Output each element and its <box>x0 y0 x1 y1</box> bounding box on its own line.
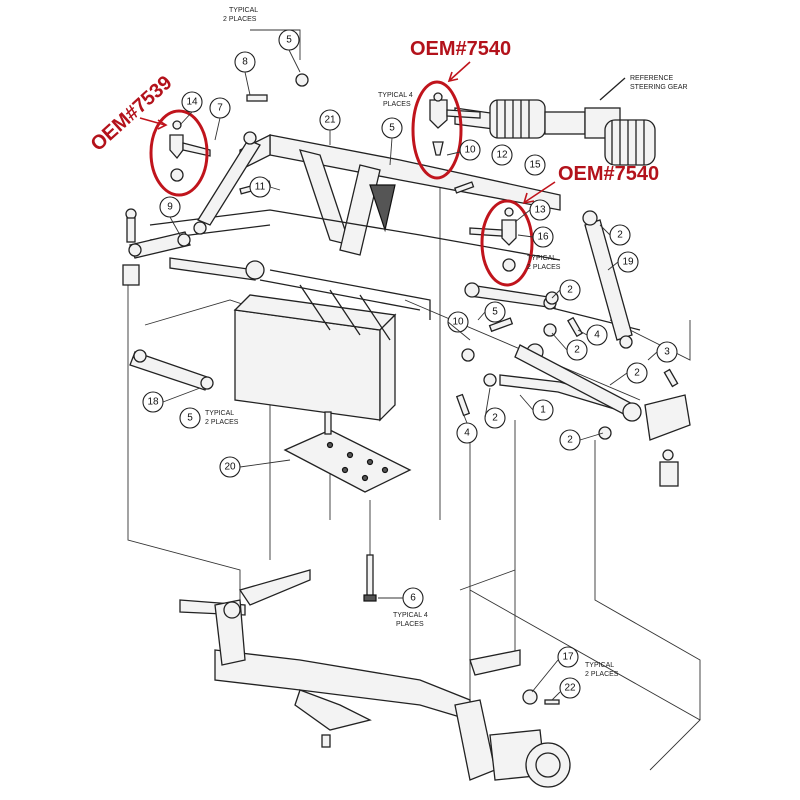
callout-10-mid: 10 <box>447 311 469 333</box>
note-typical-4-top-line1: TYPICAL 4 <box>378 92 413 99</box>
svg-text:2: 2 <box>492 413 498 424</box>
svg-text:16: 16 <box>537 232 549 243</box>
oem-7539-label: OEM#7539 <box>87 72 177 156</box>
callout-18: 18 <box>142 391 164 413</box>
diagram-notes: TYPICAL 2 PLACES TYPICAL 4 PLACES REFERE… <box>205 7 688 678</box>
svg-text:5: 5 <box>187 413 193 424</box>
note-typical-2-right-line1: TYPICAL <box>527 255 556 262</box>
reference-steering-gear <box>454 77 656 166</box>
callout-11: 11 <box>249 176 271 198</box>
callout-16: 16 <box>532 226 554 248</box>
oem-highlights <box>139 61 556 287</box>
svg-text:21: 21 <box>324 115 336 126</box>
note-typical-2-left-line2: 2 PLACES <box>205 419 239 426</box>
callout-17: 17 <box>557 646 579 668</box>
note-typical-2-bottom-line2: 2 PLACES <box>585 671 619 678</box>
callout-7: 7 <box>209 97 231 119</box>
callout-5-left: 5 <box>179 407 201 429</box>
svg-text:4: 4 <box>594 330 600 341</box>
svg-text:10: 10 <box>464 145 476 156</box>
oem-7539-ring <box>149 109 209 197</box>
svg-text:10: 10 <box>452 317 464 328</box>
callout-22: 22 <box>559 677 581 699</box>
callout-3: 3 <box>656 341 678 363</box>
callout-15: 15 <box>524 154 546 176</box>
svg-text:13: 13 <box>534 205 546 216</box>
oem-7540-right-label: OEM#7540 <box>558 163 659 185</box>
svg-text:7: 7 <box>217 103 223 114</box>
note-reference-steering-line1: REFERENCE <box>630 75 674 82</box>
svg-text:2: 2 <box>567 285 573 296</box>
callout-8: 8 <box>234 51 256 73</box>
svg-text:2: 2 <box>634 368 640 379</box>
callout-12: 12 <box>491 144 513 166</box>
callout-5-right: 5 <box>484 301 506 323</box>
linkage-parts <box>122 73 691 705</box>
svg-text:19: 19 <box>622 257 634 268</box>
callout-leaders <box>162 49 658 701</box>
svg-text:1: 1 <box>540 405 546 416</box>
note-typical-2-left-line1: TYPICAL <box>205 410 234 417</box>
svg-text:3: 3 <box>664 347 670 358</box>
svg-text:11: 11 <box>255 182 266 193</box>
callout-9: 9 <box>159 196 181 218</box>
svg-text:2: 2 <box>574 345 580 356</box>
callout-6: 6 <box>402 587 424 609</box>
callout-10-top: 10 <box>459 139 481 161</box>
mounting-plate-20 <box>283 411 412 493</box>
long-bolt-6 <box>363 554 377 602</box>
callout-4-lower: 4 <box>456 422 478 444</box>
svg-text:14: 14 <box>186 97 198 108</box>
svg-text:15: 15 <box>529 160 541 171</box>
callout-21: 21 <box>319 109 341 131</box>
callout-2-lower-b: 2 <box>559 429 581 451</box>
svg-text:5: 5 <box>492 307 498 318</box>
svg-text:4: 4 <box>464 428 470 439</box>
callout-2-right-a: 2 <box>559 279 581 301</box>
callout-5-top: 5 <box>278 29 300 51</box>
tie-rod-end-parts <box>169 92 517 272</box>
leader-lines <box>127 29 701 771</box>
oem-7540-top-ring <box>411 80 463 180</box>
oem-7540-top-label: OEM#7540 <box>410 38 511 60</box>
callout-19: 19 <box>617 251 639 273</box>
callout-4-right: 4 <box>586 324 608 346</box>
svg-text:18: 18 <box>147 397 159 408</box>
svg-text:12: 12 <box>496 150 508 161</box>
callout-5-mid: 5 <box>381 117 403 139</box>
svg-text:2: 2 <box>567 435 573 446</box>
svg-text:17: 17 <box>562 652 574 663</box>
callout-13: 13 <box>529 199 551 221</box>
front-axle-beam <box>179 569 571 788</box>
part-callouts: 5 8 14 7 21 5 10 12 15 11 9 13 16 2 19 2… <box>142 29 678 699</box>
callout-2-right-b: 2 <box>566 339 588 361</box>
note-reference-steering-line2: STEERING GEAR <box>630 84 688 91</box>
note-typical-2-top-line1: TYPICAL <box>229 7 258 14</box>
front-frame-assembly <box>149 133 641 422</box>
svg-text:6: 6 <box>410 593 416 604</box>
note-typical-4-bottom-line1: TYPICAL 4 <box>393 612 428 619</box>
note-typical-2-top-line2: 2 PLACES <box>223 16 257 23</box>
svg-text:5: 5 <box>286 35 292 46</box>
note-typical-4-bottom-line2: PLACES <box>396 621 424 628</box>
svg-text:5: 5 <box>389 123 395 134</box>
callout-2-right-c: 2 <box>626 362 648 384</box>
callout-2-upper: 2 <box>609 224 631 246</box>
callout-2-lower-a: 2 <box>484 407 506 429</box>
svg-text:8: 8 <box>242 57 248 68</box>
svg-text:9: 9 <box>167 202 173 213</box>
svg-text:22: 22 <box>564 683 576 694</box>
callout-20: 20 <box>219 456 241 478</box>
note-typical-2-bottom-line1: TYPICAL <box>585 662 614 669</box>
note-typical-2-right-line2: 2 PLACES <box>527 264 561 271</box>
oem-7540-right-ring <box>480 199 534 287</box>
note-typical-4-top-line2: PLACES <box>383 101 411 108</box>
svg-text:2: 2 <box>617 230 623 241</box>
svg-text:20: 20 <box>224 462 236 473</box>
callout-14: 14 <box>181 91 203 113</box>
callout-1: 1 <box>532 399 554 421</box>
